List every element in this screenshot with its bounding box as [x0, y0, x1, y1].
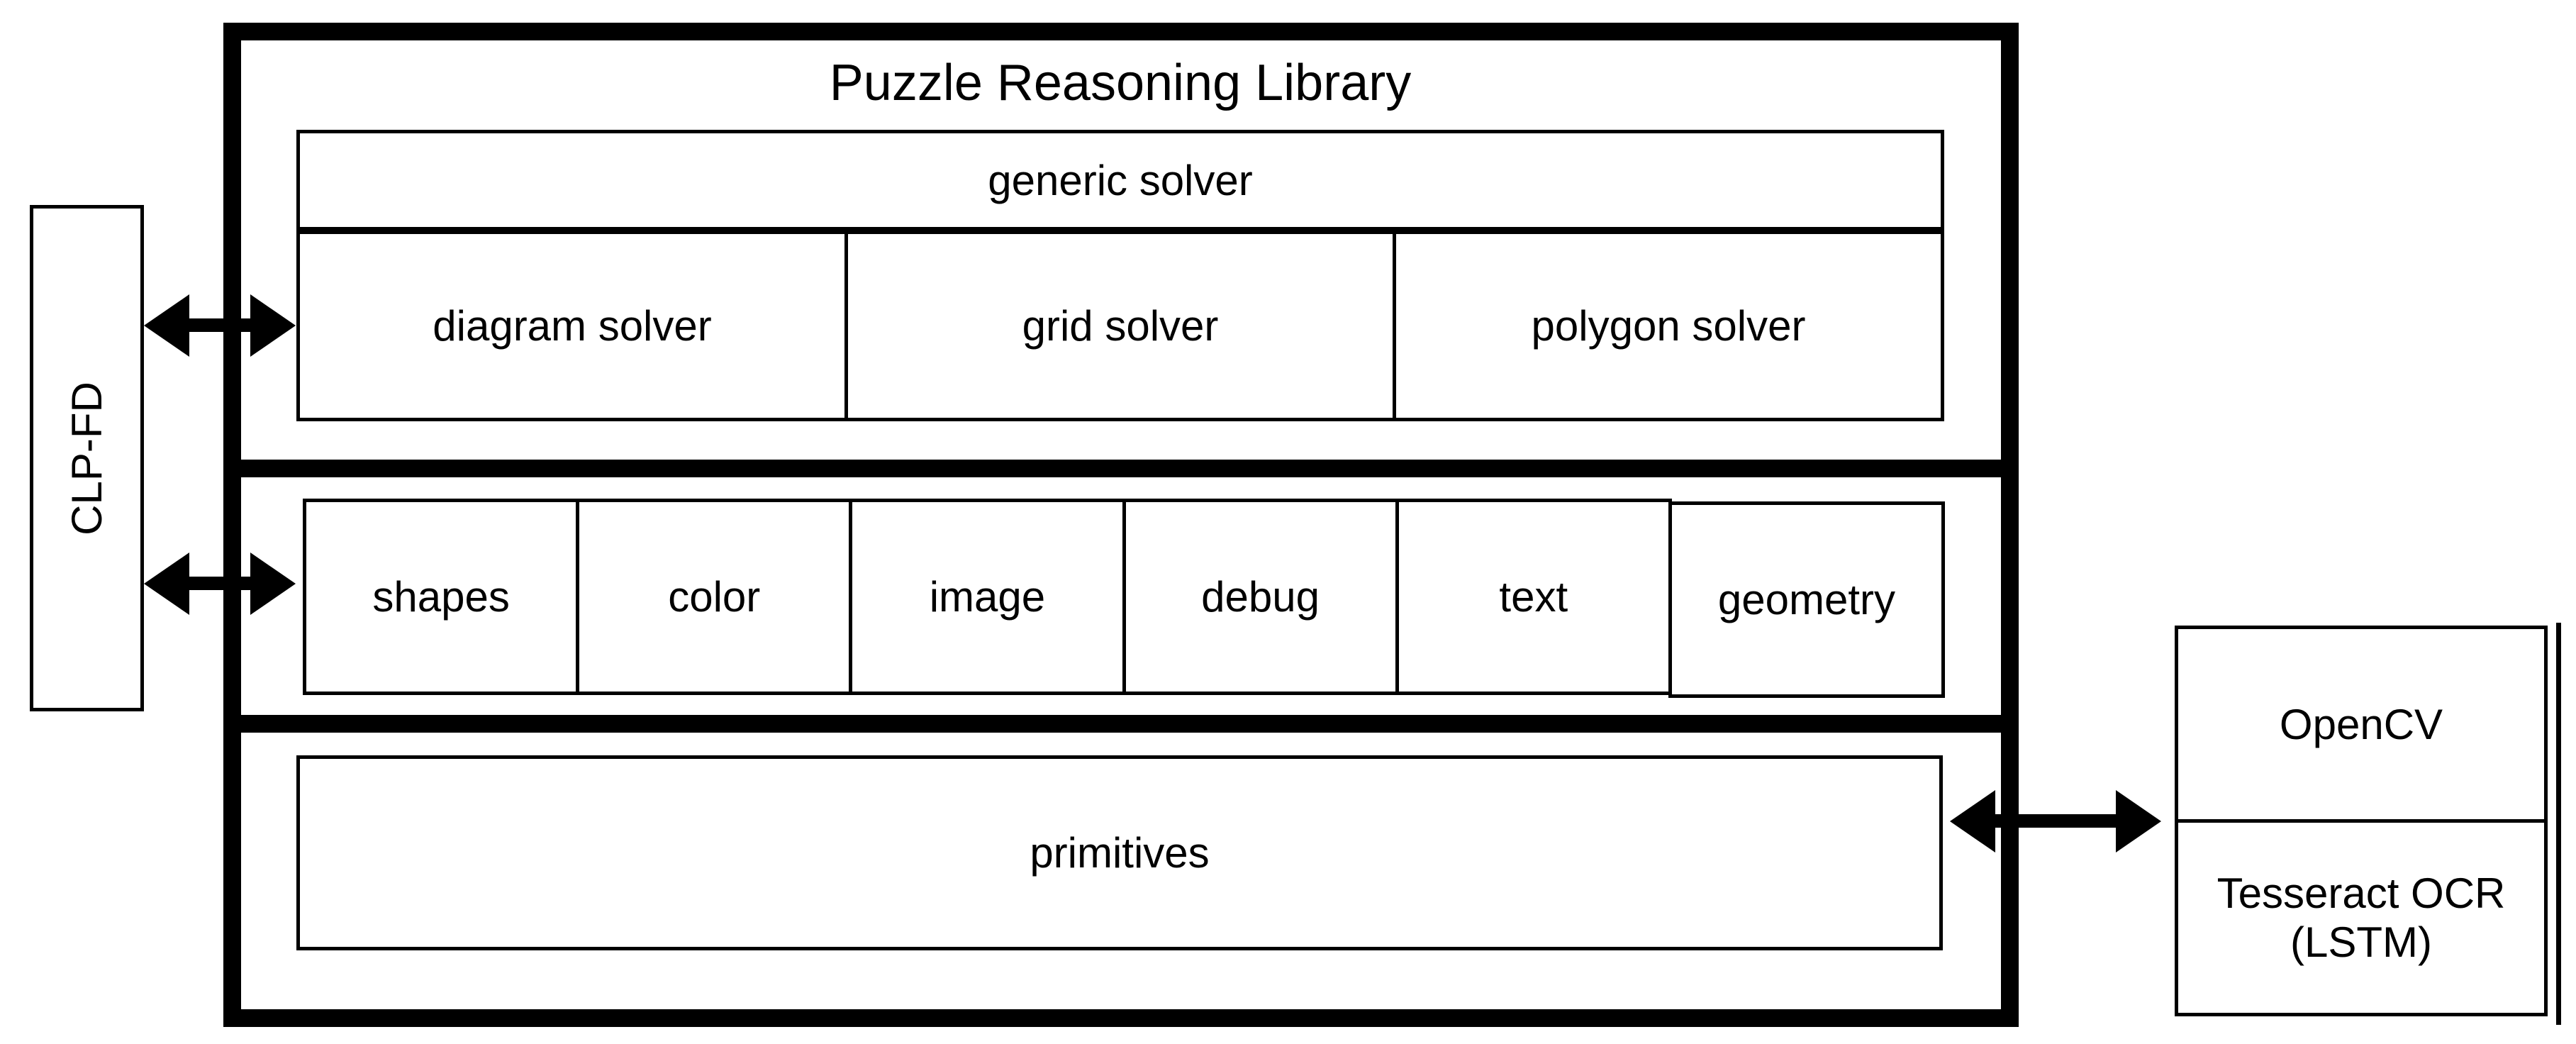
- primitives-label: primitives: [1030, 829, 1210, 877]
- polygon-solver-box: polygon solver: [1393, 231, 1944, 421]
- diagram-solver-box: diagram solver: [296, 231, 848, 421]
- polygon-solver-label: polygon solver: [1531, 302, 1806, 350]
- generic-solver-label: generic solver: [988, 156, 1253, 204]
- arrow-shaft: [176, 577, 264, 590]
- arrowhead-right: [250, 552, 296, 615]
- module-box-color: color: [576, 499, 853, 695]
- section-divider-bottom: [241, 715, 2001, 733]
- external-cv-box: OpenCV Tesseract OCR (LSTM): [2175, 626, 2548, 1016]
- module-label-image: image: [929, 573, 1046, 621]
- primitives-opencv-arrow: [1950, 790, 2161, 853]
- section-divider-top: [241, 460, 2001, 477]
- arrow-shaft: [1982, 814, 2129, 828]
- library-frame: [223, 23, 2019, 1027]
- module-box-debug: debug: [1122, 499, 1399, 695]
- library-title: Puzzle Reasoning Library: [829, 55, 1412, 111]
- opencv-label: OpenCV: [2279, 700, 2443, 748]
- module-label-color: color: [668, 573, 761, 621]
- module-box-image: image: [849, 499, 1126, 695]
- clpfd-solver-arrow: [144, 294, 296, 357]
- module-row: shapes color image debug text geometry: [303, 499, 1946, 698]
- module-box-shapes: shapes: [303, 499, 580, 695]
- module-label-shapes: shapes: [372, 573, 510, 621]
- tesseract-label: Tesseract OCR (LSTM): [2217, 870, 2506, 966]
- clpfd-box: CLP-FD: [30, 205, 144, 711]
- module-label-geometry: geometry: [1717, 576, 1895, 623]
- right-edge-line: [2556, 623, 2561, 1025]
- solver-row: diagram solver grid solver polygon solve…: [296, 231, 1944, 421]
- generic-solver-box: generic solver: [296, 130, 1944, 231]
- arrowhead-right: [2116, 790, 2161, 853]
- tesseract-box: Tesseract OCR (LSTM): [2175, 819, 2548, 1016]
- module-box-text: text: [1395, 499, 1672, 695]
- arrow-shaft: [176, 318, 264, 332]
- primitives-box: primitives: [296, 755, 1943, 950]
- grid-solver-label: grid solver: [1022, 302, 1219, 350]
- clpfd-label: CLP-FD: [63, 381, 111, 535]
- grid-solver-box: grid solver: [844, 231, 1396, 421]
- diagram-solver-label: diagram solver: [433, 302, 712, 350]
- clpfd-modules-arrow: [144, 552, 296, 615]
- module-box-geometry: geometry: [1668, 501, 1946, 698]
- module-label-text: text: [1499, 573, 1568, 621]
- opencv-box: OpenCV: [2175, 626, 2548, 823]
- module-label-debug: debug: [1201, 573, 1320, 621]
- arrowhead-right: [250, 294, 296, 357]
